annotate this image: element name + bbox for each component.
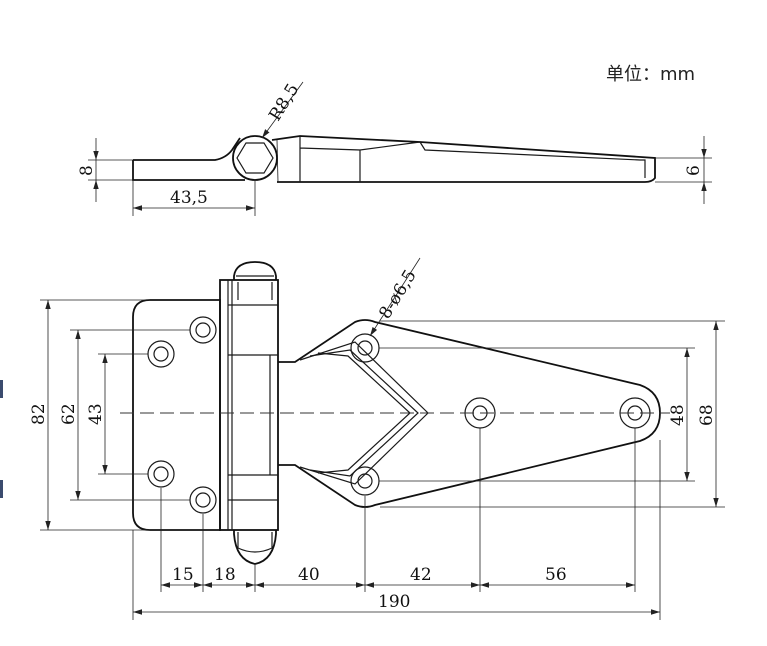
right-inner-label: 48: [668, 404, 688, 426]
dim-42-label: 42: [410, 565, 432, 585]
window-edge-mark-top: [0, 380, 3, 398]
dim-190-label: 190: [378, 592, 410, 612]
dim-40-label: 40: [298, 565, 320, 585]
side-view: R8,5 8 6 43,5: [77, 80, 712, 216]
height-outer-label: 82: [29, 403, 49, 425]
thickness-right-label: 6: [684, 165, 704, 176]
thickness-left-label: 8: [77, 165, 97, 176]
unit-label: 单位：mm: [606, 64, 695, 85]
bottom-dimensions: 15 18 40 42 56 190: [132, 428, 661, 620]
radius-label: R8,5: [265, 80, 303, 124]
dim-56-label: 56: [545, 565, 567, 585]
height-inner-label: 43: [86, 403, 106, 425]
top-view: 82 62 43 8-ø6,5 48 68: [29, 257, 725, 565]
mounting-holes: [147, 316, 651, 514]
height-mid-label: 62: [59, 403, 79, 425]
dim-15-label: 15: [172, 565, 194, 585]
right-outer-label: 68: [697, 404, 717, 426]
dim-18-label: 18: [214, 565, 236, 585]
pin-offset-label: 43,5: [170, 188, 208, 208]
window-edge-mark-bottom: [0, 480, 3, 498]
holes-label: 8-ø6,5: [375, 266, 420, 322]
